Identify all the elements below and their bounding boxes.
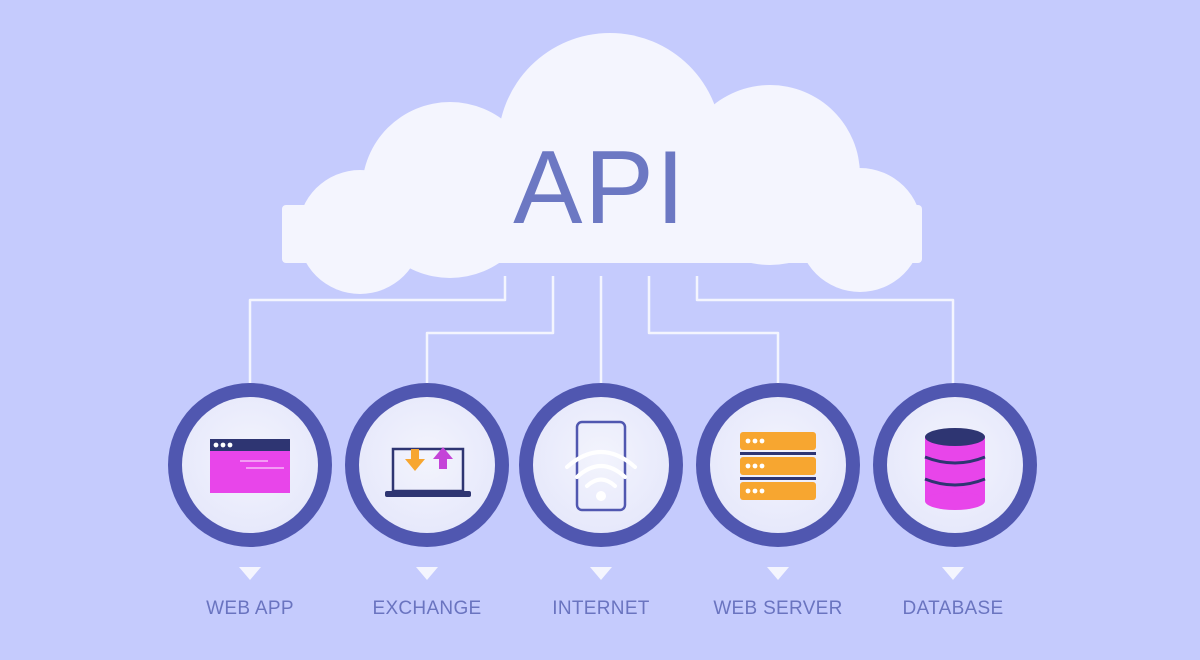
pointer-web-app [239, 567, 261, 580]
server-stack-icon [740, 432, 816, 500]
node-database-face [887, 397, 1023, 533]
node-internet-face [533, 397, 669, 533]
connector-lines [248, 276, 955, 385]
pointer-internet [590, 567, 612, 580]
connector-web-server [647, 276, 780, 385]
label-web-server: WEB SERVER [713, 598, 843, 619]
laptop-exchange-icon [385, 447, 471, 497]
pointer-database [942, 567, 964, 580]
database-icon [924, 428, 986, 510]
wifi-device-icon [565, 420, 637, 512]
connector-web-app [248, 276, 507, 385]
node-exchange [345, 383, 509, 547]
label-exchange: EXCHANGE [372, 598, 482, 619]
api-title: API [513, 130, 687, 246]
cloud-shape [282, 33, 922, 294]
node-internet [519, 383, 683, 547]
label-web-app: WEB APP [206, 598, 294, 619]
node-web-server [696, 383, 860, 547]
label-database: DATABASE [902, 598, 1004, 619]
pointer-exchange [416, 567, 438, 580]
node-web-app-face [182, 397, 318, 533]
browser-window-icon [210, 439, 290, 493]
node-database [873, 383, 1037, 547]
label-internet: INTERNET [552, 598, 650, 619]
connector-exchange [425, 276, 555, 385]
pointer-web-server [767, 567, 789, 580]
node-exchange-face [359, 397, 495, 533]
node-web-app [168, 383, 332, 547]
node-web-server-face [710, 397, 846, 533]
connector-database [695, 276, 955, 385]
